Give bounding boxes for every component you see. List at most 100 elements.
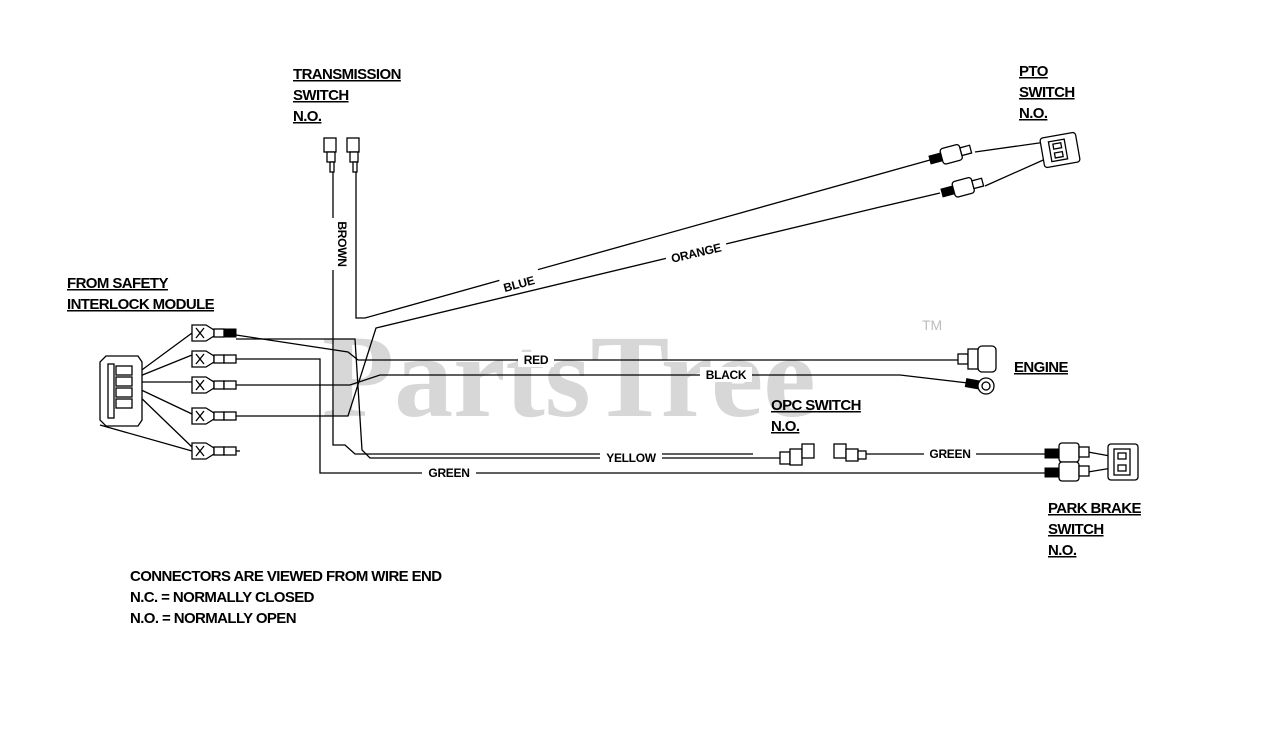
engine-connector-tip [957, 353, 969, 365]
opc-terminal [779, 451, 791, 465]
note-line: N.O. = NORMALLY OPEN [130, 610, 296, 627]
opc-switch-label: OPC SWITCH N.O. [771, 397, 861, 435]
terminal [329, 161, 335, 173]
connector-tip [971, 177, 985, 190]
module-terminal [191, 407, 215, 425]
terminal-sleeve [223, 446, 237, 456]
park-brake-pin [1117, 452, 1127, 460]
opc-terminal [801, 443, 815, 459]
opc-terminal [845, 448, 859, 462]
module-terminal [191, 350, 215, 368]
terminal [326, 151, 336, 163]
wire-label-brown: BROWN [335, 221, 349, 266]
parkbrake-label-line3: N.O. [1048, 542, 1077, 559]
safety-module-label: FROM SAFETY INTERLOCK MODULE [67, 275, 215, 313]
engine-connector [977, 345, 997, 373]
module-cavity [115, 365, 133, 376]
connector [939, 144, 963, 165]
wire-label-black: BLACK [706, 368, 747, 382]
module-terminal [191, 324, 215, 342]
pto-label-line3: N.O. [1019, 105, 1048, 122]
terminal-crimp [195, 379, 205, 391]
module-cavity [115, 387, 133, 398]
module-terminal [191, 376, 215, 394]
terminal-sleeve-black [223, 328, 237, 338]
park-brake-pin [1117, 464, 1127, 472]
opc-label-line1: OPC SWITCH [771, 397, 861, 414]
module-terminal [191, 442, 215, 460]
terminal-crimp [195, 353, 205, 365]
connector-tip [1078, 446, 1090, 458]
opc-label-line2: N.O. [771, 418, 800, 435]
note-line: CONNECTORS ARE VIEWED FROM WIRE END [130, 568, 442, 585]
opc-terminal [833, 443, 847, 459]
transmission-label-line3: N.O. [293, 108, 322, 125]
opc-terminal [789, 448, 803, 466]
pto-switch-parts [928, 131, 1081, 198]
wire-red [235, 334, 958, 361]
wires [99, 141, 1113, 474]
wire-label-green-opc: GREEN [929, 447, 970, 461]
connector [1058, 461, 1080, 482]
wire-label-green-main: GREEN [428, 466, 469, 480]
wire-yellow [236, 338, 780, 459]
wire-parkbrake-jumper-upper [1087, 451, 1111, 457]
wire-label-yellow: YELLOW [606, 451, 657, 465]
engine-label: ENGINE [1014, 359, 1069, 376]
terminal-sleeve [223, 354, 237, 364]
wire-green-main [236, 358, 1045, 474]
transmission-label-line1: TRANSMISSION [293, 66, 401, 83]
wire-brown [332, 172, 753, 455]
module-cavity [115, 398, 133, 409]
terminal-sleeve [223, 411, 237, 421]
module-terminals [191, 324, 237, 460]
module-cavity [115, 376, 133, 387]
safety-module-connector [99, 355, 143, 427]
terminal [346, 137, 360, 153]
wire-orange [236, 192, 941, 417]
module-connector-ridge [107, 363, 115, 419]
pto-switch-pin [1053, 150, 1064, 159]
wire-label-red: RED [524, 353, 549, 367]
terminal-barrel [213, 411, 225, 421]
park-brake-parts [1044, 442, 1139, 482]
terminal-barrel [213, 328, 225, 338]
connector [1058, 442, 1080, 463]
transmission-label-line2: SWITCH [293, 87, 349, 104]
wire-black [236, 374, 969, 386]
engine-parts [957, 345, 997, 395]
wire-pto-jumper-lower [984, 156, 1051, 187]
terminal [352, 161, 358, 173]
watermark: PartsTree TM [322, 311, 942, 442]
pto-switch-face [1047, 138, 1069, 163]
safety-label-line1: FROM SAFETY [67, 275, 168, 292]
note-line: N.C. = NORMALLY CLOSED [130, 589, 315, 606]
opc-terminal [857, 450, 867, 460]
connector-boot [1044, 448, 1060, 459]
terminal-crimp [195, 445, 205, 457]
parkbrake-label-line1: PARK BRAKE [1048, 500, 1141, 517]
pto-switch-pin [1052, 142, 1063, 150]
terminal [323, 137, 337, 153]
ring-terminal-hole [981, 381, 991, 391]
terminal-crimp [195, 410, 205, 422]
terminal-barrel [213, 446, 225, 456]
opc-switch-parts [779, 443, 867, 466]
parkbrake-label-line2: SWITCH [1048, 521, 1104, 538]
terminal [349, 151, 359, 163]
transmission-switch-label: TRANSMISSION SWITCH N.O. [293, 66, 401, 125]
wire-module-fan [99, 332, 193, 452]
terminal-barrel [213, 354, 225, 364]
connector [951, 177, 975, 198]
engine-connector-sleeve [967, 348, 979, 370]
safety-label-line2: INTERLOCK MODULE [67, 296, 215, 313]
pto-label-line2: SWITCH [1019, 84, 1075, 101]
wire-pto-jumper-upper [974, 141, 1047, 153]
connector-tip [1078, 465, 1090, 477]
pto-label-line1: PTO [1019, 63, 1049, 80]
terminal-sleeve [223, 380, 237, 390]
terminal-barrel [213, 380, 225, 390]
pto-switch-label: PTO SWITCH N.O. [1019, 63, 1075, 122]
connector-tip [959, 144, 973, 157]
